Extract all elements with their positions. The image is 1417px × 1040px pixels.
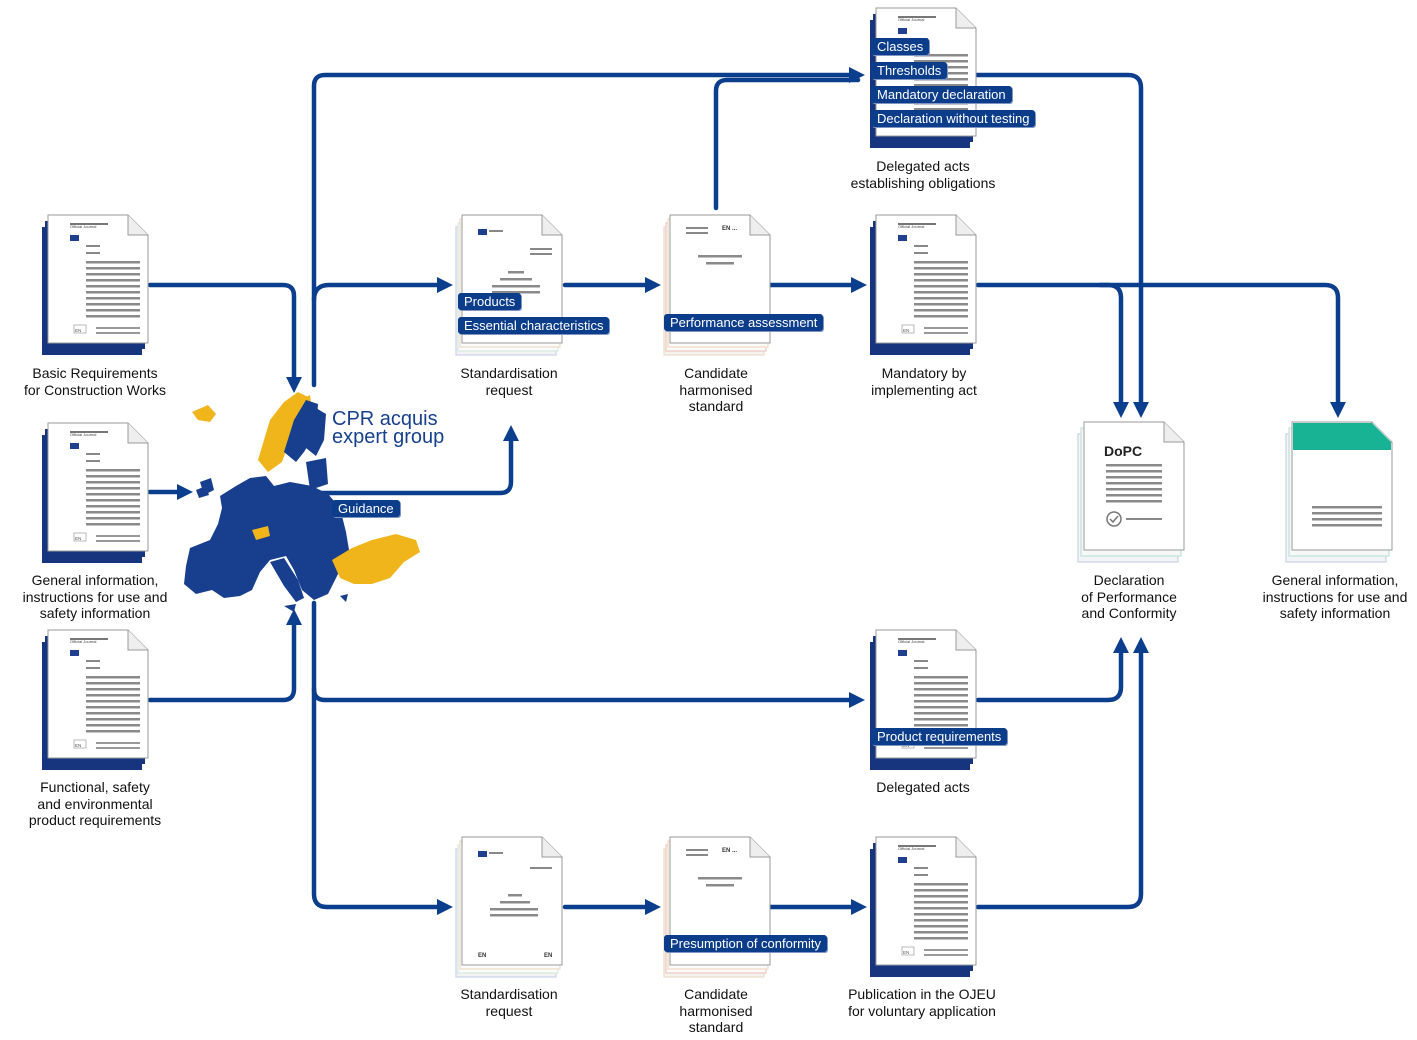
doc-basic-requirements [42, 215, 148, 355]
caption-standardisation-request-top: Standardisation request [460, 365, 558, 398]
tag-classes: Classes [871, 38, 930, 55]
caption-candidate-standard-bottom: Candidate harmonised standard [679, 986, 753, 1035]
tag-mandatory-declaration: Mandatory declaration [871, 86, 1012, 103]
caption-candidate-standard-top: Candidate harmonised standard [679, 365, 753, 414]
language-code: EN [903, 328, 909, 333]
check-seal-icon [1106, 511, 1122, 527]
standard-code: EN [478, 953, 486, 959]
tag-essential-characteristics: Essential characteristics [458, 317, 610, 334]
masthead-text: Official Journal [70, 639, 96, 644]
standard-code: EN ... [722, 226, 737, 232]
caption-delegated-acts: Delegated acts [876, 779, 970, 795]
tag-declaration-without-testing: Declaration without testing [871, 110, 1036, 127]
tag-product-requirements: Product requirements [871, 728, 1008, 745]
expert-group-title: CPR acquis expert group [332, 408, 445, 448]
doc-standardisation-request-bottom [455, 836, 563, 978]
language-code: EN [75, 328, 81, 333]
tag-performance-assessment: Performance assessment [664, 314, 824, 331]
caption-general-information-input: General information, instructions for us… [22, 572, 168, 621]
masthead-text: Official Journal [898, 846, 924, 851]
dopc-title: DoPC [1104, 443, 1143, 459]
tag-guidance: Guidance [332, 500, 400, 517]
doc-dopc [1077, 421, 1185, 563]
masthead-text: Official Journal [70, 224, 96, 229]
connector-arrows [147, 66, 1347, 916]
doc-product-requirements-input [42, 630, 148, 770]
caption-implementing-act: Mandatory by implementing act [871, 365, 977, 398]
caption-general-information-output: General information, instructions for us… [1262, 572, 1408, 621]
tag-presumption-of-conformity: Presumption of conformity [664, 935, 828, 952]
masthead-text: Official Journal [70, 432, 96, 437]
masthead-text: Official Journal [898, 17, 924, 22]
caption-product-requirements-input: Functional, safety and environmental pro… [28, 779, 162, 828]
language-code: EN [903, 950, 909, 955]
caption-dopc: Declaration of Performance and Conformit… [1081, 572, 1177, 621]
doc-ojeu-publication [870, 837, 976, 977]
doc-candidate-standard-top [664, 215, 770, 355]
caption-ojeu-publication: Publication in the OJEU for voluntary ap… [848, 986, 996, 1019]
doc-general-information-input [42, 423, 148, 563]
standard-code: EN [544, 953, 552, 959]
standard-code: EN ... [722, 848, 737, 854]
doc-implementing-act [870, 215, 976, 355]
tag-products: Products [458, 293, 522, 310]
doc-delegated-acts [870, 630, 976, 770]
tag-thresholds: Thresholds [871, 62, 948, 79]
language-code: EN [903, 743, 909, 748]
doc-candidate-standard-bottom [664, 837, 770, 977]
language-code: EN [75, 536, 81, 541]
language-code: EN [75, 743, 81, 748]
caption-delegated-acts-obligations: Delegated acts establishing obligations [850, 158, 996, 191]
eu-map-illustration [184, 392, 420, 612]
masthead-text: Official Journal [898, 639, 924, 644]
doc-standardisation-request-top [456, 215, 562, 355]
caption-basic-requirements: Basic Requirements for Construction Work… [23, 365, 167, 398]
caption-standardisation-request-bottom: Standardisation request [460, 986, 558, 1019]
masthead-text: Official Journal [898, 224, 924, 229]
doc-general-information-output [1285, 421, 1393, 563]
